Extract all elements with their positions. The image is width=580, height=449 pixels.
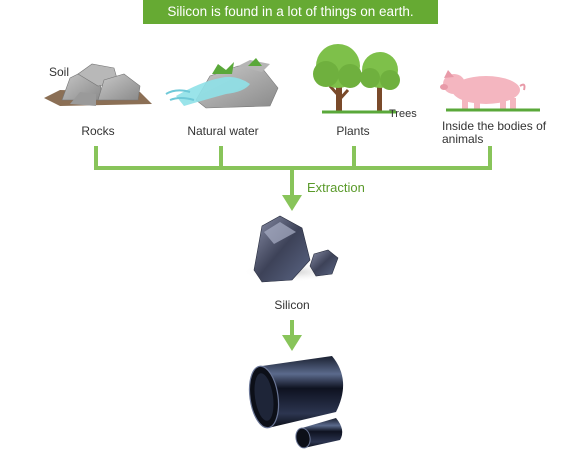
water-illustration bbox=[165, 58, 279, 109]
soil-label: Soil bbox=[49, 65, 70, 79]
silicon-ingot-illustration bbox=[248, 356, 344, 449]
extraction-arrow bbox=[282, 195, 302, 211]
gather-connector bbox=[94, 146, 492, 196]
trees-illustration bbox=[313, 44, 400, 114]
trees-label: Trees bbox=[389, 108, 417, 120]
natural-water-label: Natural water bbox=[187, 124, 259, 138]
rocks-illustration bbox=[44, 63, 152, 106]
plants-label: Plants bbox=[336, 124, 370, 138]
silicon-illustration bbox=[242, 215, 342, 283]
extraction-label: Extraction bbox=[307, 180, 365, 195]
pig-illustration bbox=[440, 70, 540, 112]
page-title: Silicon is found in a lot of things on e… bbox=[143, 0, 438, 24]
rocks-label: Rocks bbox=[81, 124, 115, 138]
process-arrow bbox=[282, 320, 302, 351]
animals-label: Inside the bodies of animals bbox=[442, 119, 547, 146]
silicon-label: Silicon bbox=[274, 298, 310, 312]
